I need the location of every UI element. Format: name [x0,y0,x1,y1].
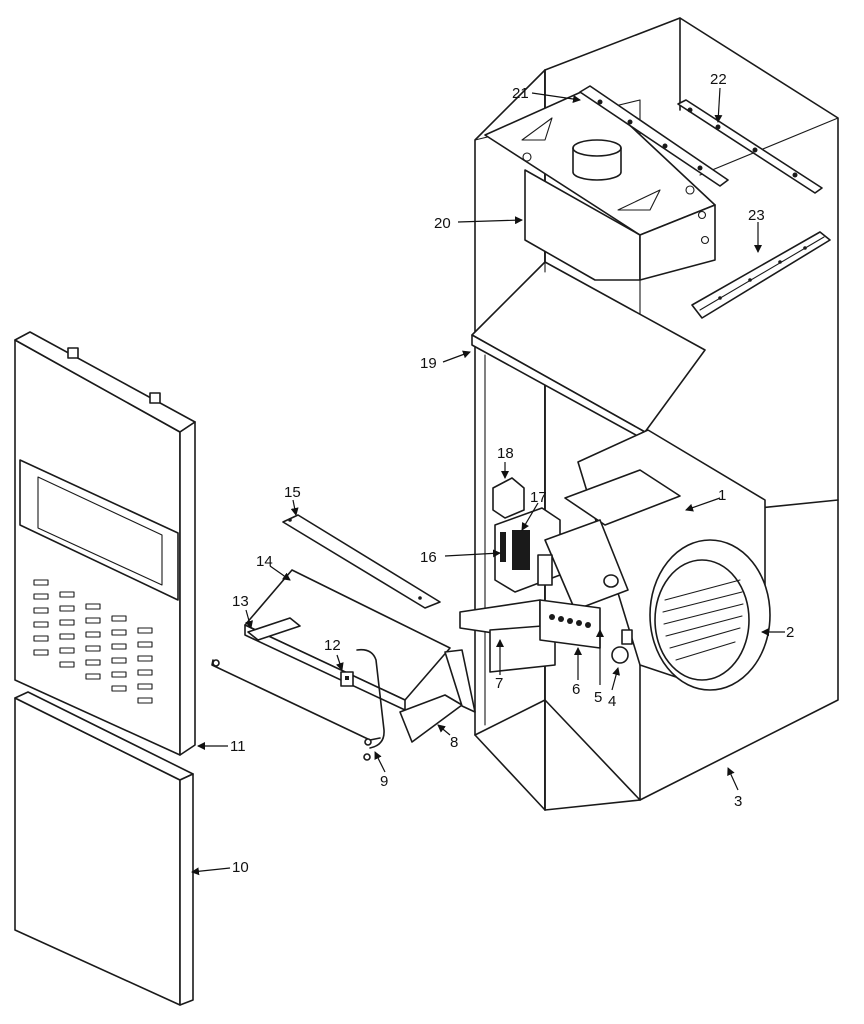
callout-10: 10 [232,859,249,876]
side-rail-23 [691,231,831,319]
front-panel-upper [14,331,196,756]
callout-14: 14 [256,553,273,570]
callout-23: 23 [748,207,765,224]
burner-tray-assembly [211,514,476,761]
callout-12: 12 [324,637,341,654]
callout-21: 21 [512,85,529,102]
callout-4: 4 [608,693,616,710]
callout-3: 3 [734,793,742,810]
callout-9: 9 [380,773,388,790]
callout-6: 6 [572,681,580,698]
callout-2: 2 [786,624,794,641]
callout-7: 7 [495,675,503,692]
callout-16: 16 [420,549,437,566]
callout-5: 5 [594,689,602,706]
callout-20: 20 [434,215,451,232]
callout-15: 15 [284,484,301,501]
callout-18: 18 [497,445,514,462]
leader-lines [191,87,785,876]
top-bracket-21 [579,85,729,187]
callout-11: 11 [230,738,246,755]
blower-assembly [564,429,771,691]
callout-8: 8 [450,734,458,751]
control-components [492,477,629,611]
top-panel-assembly [484,87,716,281]
junction-parts [459,599,633,673]
callout-17: 17 [530,489,547,506]
callout-1: 1 [718,487,726,504]
callout-22: 22 [710,71,727,88]
front-panel-lower [14,691,194,1006]
callout-13: 13 [232,593,249,610]
louver-grid [33,579,153,704]
callout-19: 19 [420,355,437,372]
callout-labels: 1 2 3 4 5 6 7 8 9 10 11 12 13 14 15 16 1… [230,71,794,876]
top-bracket-22 [677,99,823,194]
